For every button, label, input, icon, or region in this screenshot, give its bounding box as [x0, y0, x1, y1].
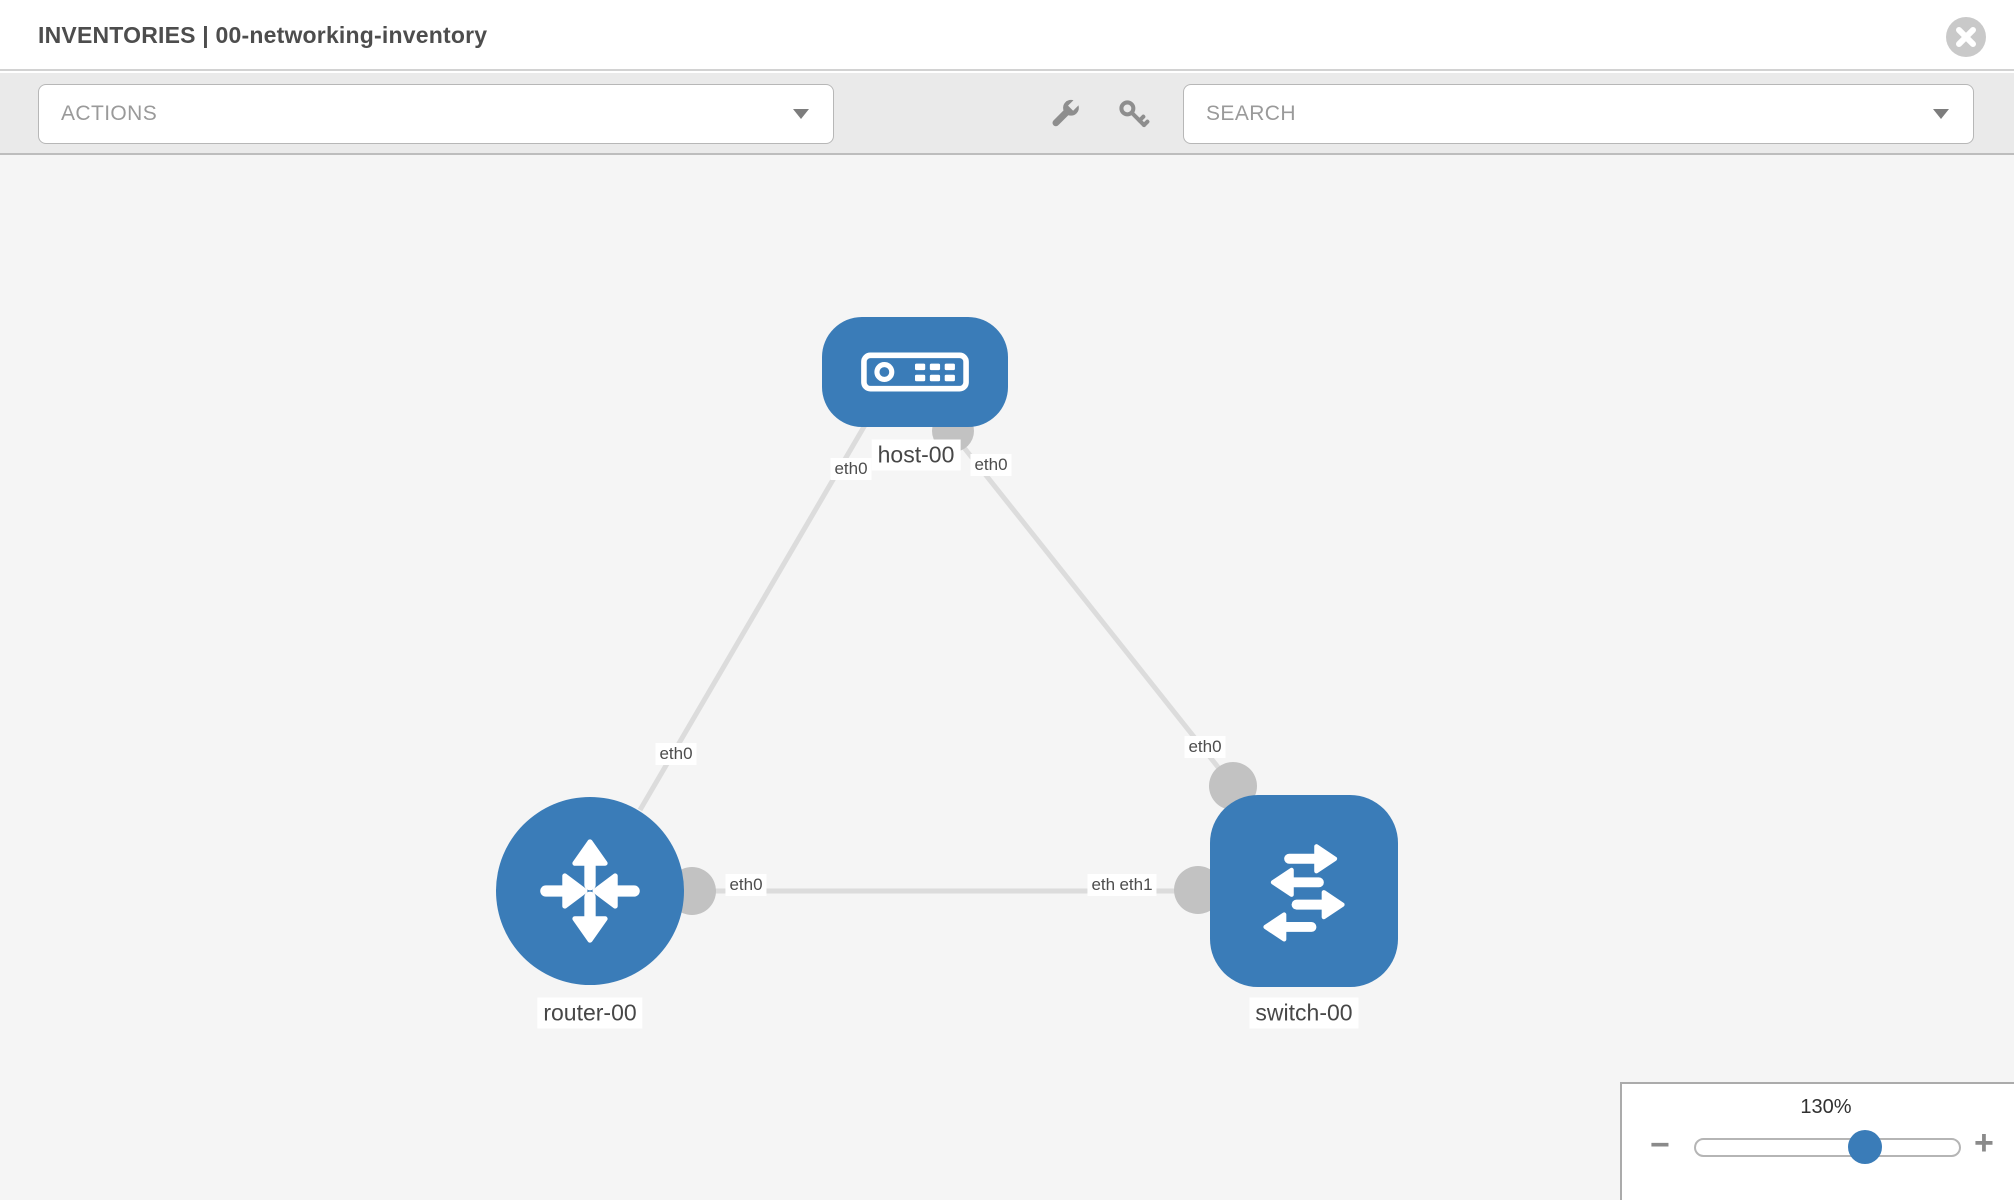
- toolbar: ACTIONS SEARC: [0, 73, 2014, 155]
- wrench-icon: [1052, 98, 1081, 127]
- page-title: INVENTORIES | 00-networking-inventory: [38, 22, 488, 48]
- node-label-host: host-00: [871, 439, 961, 471]
- chevron-down-icon: [1933, 109, 1949, 119]
- router-arrows-icon: [540, 839, 640, 943]
- iface-label-switch-eth1: eth1: [1115, 874, 1157, 896]
- server-icon: [861, 352, 969, 392]
- header: INVENTORIES | 00-networking-inventory: [0, 0, 2014, 71]
- node-label-router: router-00: [537, 997, 643, 1029]
- node-host-00[interactable]: [822, 317, 1008, 427]
- zoom-out-button[interactable]: −: [1650, 1126, 1670, 1164]
- chevron-down-icon: [793, 109, 809, 119]
- iface-label-host-eth0-right: eth0: [970, 454, 1012, 476]
- link-host-switch[interactable]: [948, 428, 1235, 788]
- key-icon: [1119, 100, 1150, 128]
- key-button[interactable]: [1115, 96, 1151, 132]
- zoom-slider-track[interactable]: [1694, 1138, 1961, 1157]
- actions-dropdown[interactable]: ACTIONS: [38, 84, 834, 144]
- zoom-panel: 130% − +: [1620, 1082, 2014, 1200]
- iface-label-router-eth0: eth0: [725, 874, 767, 896]
- wrench-button[interactable]: [1049, 96, 1085, 132]
- iface-label-switch-eth0-up: eth0: [1184, 736, 1226, 758]
- search-dropdown-label: SEARCH: [1206, 102, 1296, 125]
- topology-canvas[interactable]: host-00 router-00 switch-00 eth0 eth0 et…: [0, 155, 2014, 1200]
- node-router-00[interactable]: [496, 797, 684, 985]
- close-icon: [1946, 17, 1986, 57]
- node-label-switch: switch-00: [1249, 997, 1359, 1029]
- actions-dropdown-label: ACTIONS: [61, 102, 158, 125]
- close-button[interactable]: [1944, 15, 1988, 59]
- search-dropdown[interactable]: SEARCH: [1183, 84, 1974, 144]
- iface-label-router-eth0-up: eth0: [655, 743, 697, 765]
- zoom-in-button[interactable]: +: [1974, 1124, 1994, 1162]
- iface-label-host-eth0-left: eth0: [830, 458, 872, 480]
- topology-edges: [637, 410, 1257, 915]
- node-switch-00[interactable]: [1210, 795, 1398, 987]
- zoom-percent-label: 130%: [1800, 1096, 1852, 1118]
- switch-arrows-icon: [1263, 844, 1345, 942]
- zoom-slider-knob[interactable]: [1848, 1130, 1882, 1164]
